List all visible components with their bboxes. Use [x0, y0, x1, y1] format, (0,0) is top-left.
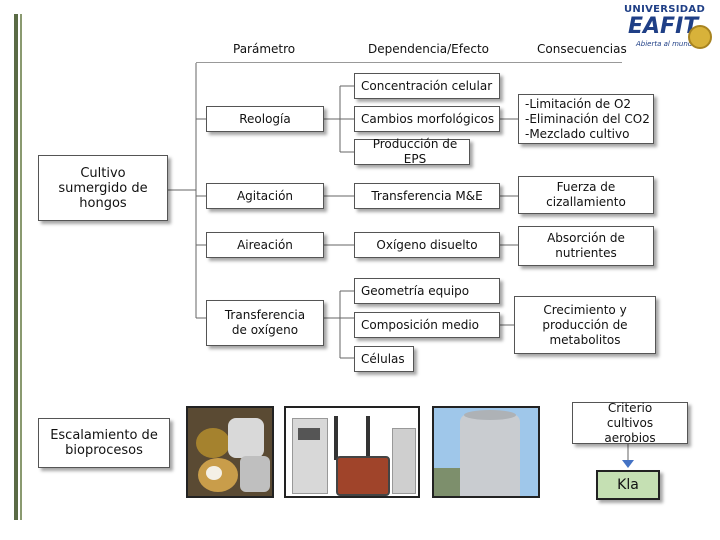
left-accent-bar-thin [20, 14, 22, 520]
photo-flasks [186, 406, 274, 498]
param-agitacion: Agitación [206, 183, 324, 209]
left-accent-bar [14, 14, 18, 520]
consequence-line-1: -Limitación de O2 [525, 96, 632, 111]
header-consecuencias: Consecuencias [537, 42, 627, 56]
param-transferencia-oxigeno: Transferencia de oxígeno [206, 300, 324, 346]
criterio-node: Criterio cultivos aerobios [572, 401, 688, 445]
root-node: Cultivo sumergido de hongos [38, 155, 168, 221]
kla-node: Kla [596, 470, 660, 500]
consequence-crecimiento: Crecimiento y producción de metabolitos [514, 296, 656, 354]
effect-cambios: Cambios morfológicos [354, 106, 500, 132]
effect-composicion: Composición medio [354, 312, 500, 338]
photo-bioreactor [284, 406, 420, 498]
logo-brand-text: EAFIT [628, 14, 699, 39]
logo-university-text: UNIVERSIDAD [624, 4, 706, 15]
photo-industrial-tank [432, 406, 540, 498]
effect-eps: Producción de EPS [354, 137, 470, 166]
header-divider [196, 62, 622, 63]
header-dependencia: Dependencia/Efecto [368, 42, 489, 56]
effect-geometria: Geometría equipo [354, 278, 500, 304]
effect-celulas: Células [354, 346, 414, 372]
effect-transferencia: Transferencia M&E [354, 183, 500, 209]
consequence-cizallamiento: Fuerza de cizallamiento [518, 176, 654, 214]
effect-oxigeno: Oxígeno disuelto [354, 232, 500, 258]
consequence-line-2: -Eliminación del CO2 [525, 111, 650, 126]
logo-seal-icon [688, 25, 712, 49]
scaling-node: Escalamiento de bioprocesos [38, 418, 170, 468]
effect-concentracion: Concentración celular [354, 73, 500, 99]
consequence-absorcion: Absorción de nutrientes [518, 226, 654, 266]
param-reologia: Reología [206, 106, 324, 132]
consequence-line-3: -Mezclado cultivo [525, 126, 630, 141]
consequence-reologia: -Limitación de O2 -Eliminación del CO2 -… [518, 94, 654, 144]
logo-tagline: Abierta al mundo [636, 40, 697, 48]
header-parametro: Parámetro [233, 42, 296, 56]
param-aireacion: Aireación [206, 232, 324, 258]
university-logo: UNIVERSIDAD EAFIT Abierta al mundo [622, 3, 718, 53]
